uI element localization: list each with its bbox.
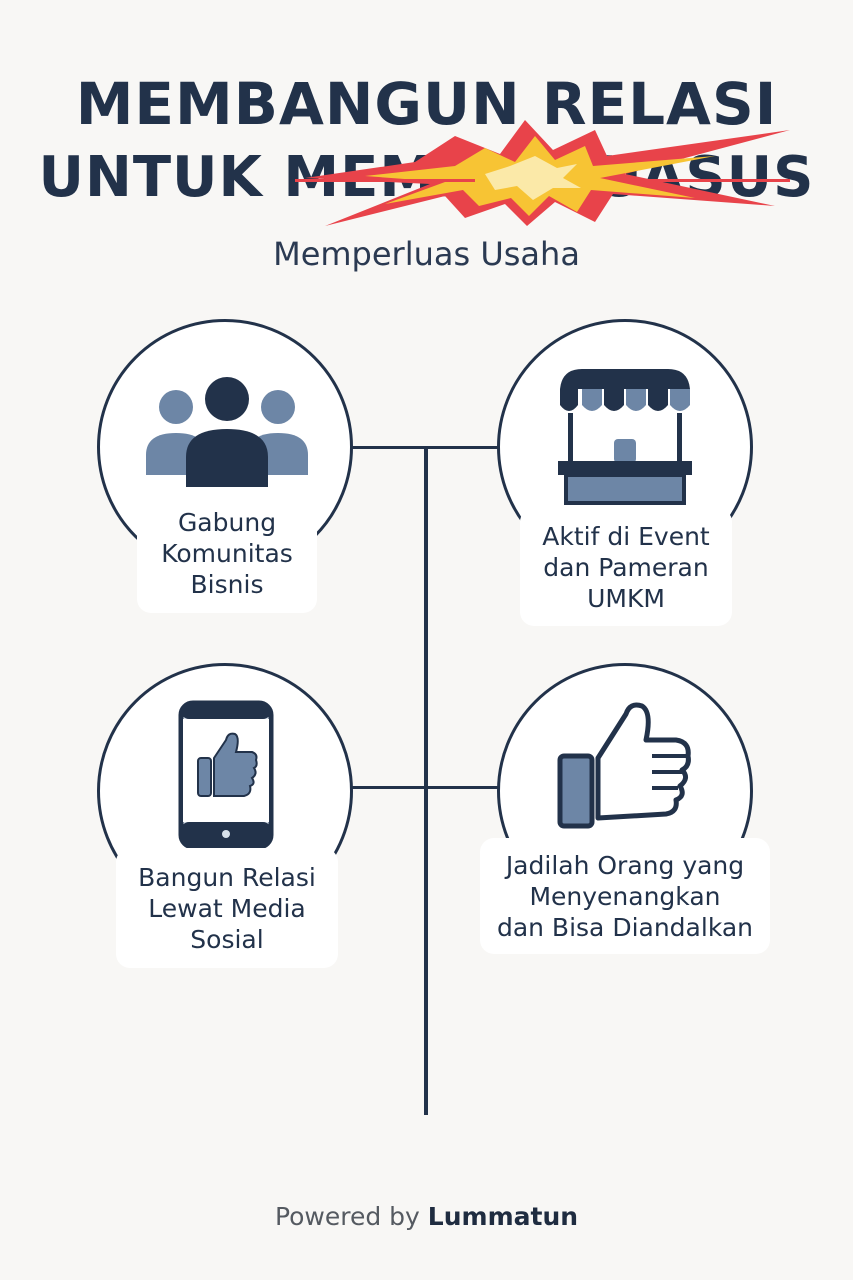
people-group-icon	[146, 377, 308, 487]
market-stall-icon	[558, 369, 692, 505]
connector-trunk	[424, 447, 428, 1115]
connector-branch-top	[352, 446, 500, 449]
community-label: Gabung Komunitas Bisnis	[137, 493, 317, 613]
event-label: Aktif di Event dan Pameran UMKM	[520, 508, 732, 626]
footer-powered-text: Powered by	[274, 1202, 420, 1231]
subtitle: Memperluas Usaha	[273, 235, 580, 273]
phone-like-icon	[178, 700, 274, 850]
reliable-label: Jadilah Orang yang Menyenangkan dan Bisa…	[480, 838, 770, 954]
social-label: Bangun Relasi Lewat Media Sosial	[116, 848, 338, 968]
footer-brand: Lummatun	[427, 1202, 579, 1231]
explosion-burst-icon	[295, 120, 790, 226]
footer: Powered by Lummatun	[0, 1202, 853, 1231]
thumbs-up-icon	[557, 702, 691, 829]
title-line-1: MEMBANGUN RELASI	[75, 70, 778, 138]
connector-branch-bottom	[352, 786, 500, 789]
